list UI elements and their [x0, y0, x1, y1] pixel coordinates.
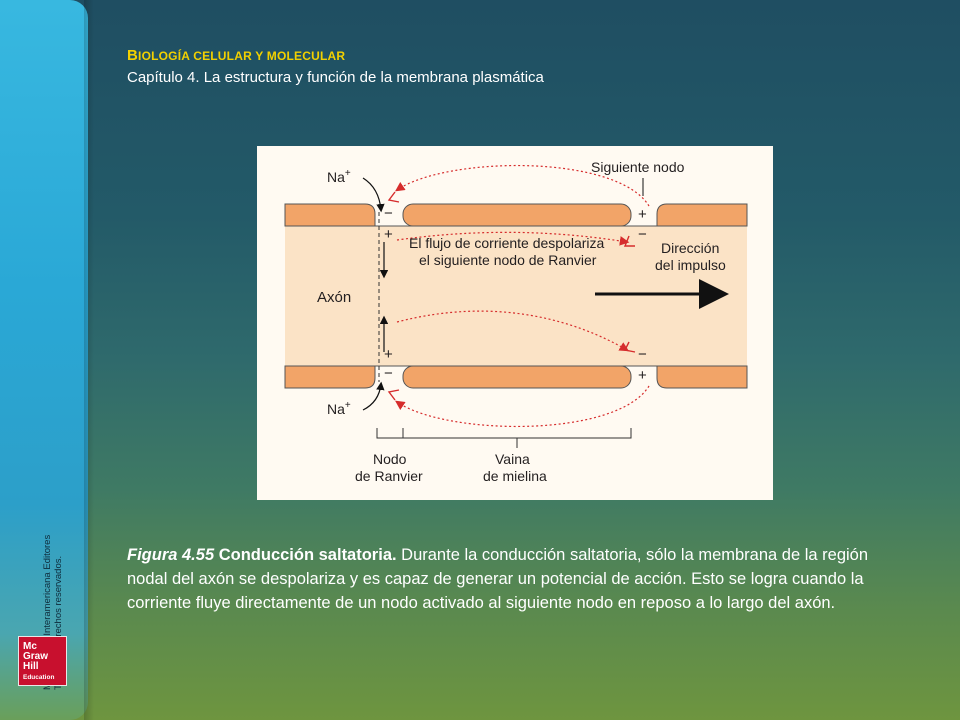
current-hook-bottom-left [387, 389, 400, 401]
sidebar-shadow [84, 0, 94, 720]
current-hook-top-right [623, 235, 635, 247]
axon-label: Axón [317, 289, 351, 306]
sheath-label-1: Vaina [495, 451, 530, 467]
axon-core [285, 226, 747, 366]
na-top-arrow [362, 177, 385, 213]
saltatory-conduction-figure: Na+ Na+ − + + − + − − + Siguiente nodo E… [257, 146, 773, 500]
current-hook-top-left [387, 191, 400, 203]
charge-plus-top-next: + [638, 206, 647, 223]
caption-title: Conducción saltatoria. [218, 546, 397, 564]
direction-text-2: del impulso [655, 257, 726, 273]
myelin-bottom-middle [402, 365, 632, 389]
logo-line-2: Graw [23, 651, 49, 662]
node-label-2: de Ranvier [355, 468, 423, 484]
charge-minus-bottom-next: − [638, 346, 647, 363]
node-label-1: Nodo [373, 451, 407, 467]
na-bottom-label: Na+ [327, 400, 351, 417]
current-flow-text-2: el siguiente nodo de Ranvier [419, 252, 597, 268]
myelin-top-left [284, 203, 376, 227]
outer-current-top [395, 164, 650, 207]
charge-minus-top-next: − [638, 226, 647, 243]
caption-figure-number: Figura 4.55 [127, 546, 215, 564]
logo-line-3: Hill [23, 661, 39, 672]
na-top-label: Na+ [327, 168, 351, 185]
charge-plus-top-inner: + [384, 226, 393, 243]
outer-current-bottom [395, 385, 650, 428]
figure-caption: Figura 4.55 Conducción saltatoria. Duran… [127, 543, 887, 615]
logo-line-4: Education [23, 674, 55, 681]
mcgraw-hill-logo: Mc Graw Hill Education [18, 636, 67, 686]
myelin-bottom-left [284, 365, 376, 389]
current-hook-bottom-right [623, 341, 636, 353]
charge-plus-bottom-inner: + [384, 346, 393, 363]
myelin-top-middle [402, 203, 632, 227]
charge-minus-top-outer: − [384, 205, 393, 222]
myelin-top-right [656, 203, 748, 227]
current-flow-text-1: El flujo de corriente despolariza [409, 235, 605, 251]
chapter-title: Capítulo 4. La estructura y función de l… [127, 69, 544, 86]
myelin-bottom-right [656, 365, 748, 389]
book-title-rest: IOLOGÍA CELULAR Y MOLECULAR [138, 49, 346, 63]
direction-text-1: Dirección [661, 240, 719, 256]
na-bottom-arrow [362, 381, 385, 411]
charge-minus-bottom-outer: − [384, 365, 393, 382]
sidebar-band [0, 0, 88, 720]
charge-plus-bottom-next: + [638, 367, 647, 384]
inner-current-top [396, 231, 630, 246]
next-node-label: Siguiente nodo [591, 159, 685, 175]
book-title: BIOLOGÍA CELULAR Y MOLECULAR [127, 47, 345, 64]
figure-diagram: Na+ Na+ − + + − + − − + Siguiente nodo E… [284, 159, 748, 484]
caption-body: Durante la conducción saltatoria, sólo l… [127, 546, 869, 612]
inner-current-bottom [396, 310, 630, 352]
sheath-label-2: de mielina [483, 468, 547, 484]
sheath-bracket [403, 428, 632, 439]
logo-line-1: Mc [23, 641, 37, 652]
book-title-initial: B [127, 47, 139, 64]
node-bracket [376, 428, 404, 439]
